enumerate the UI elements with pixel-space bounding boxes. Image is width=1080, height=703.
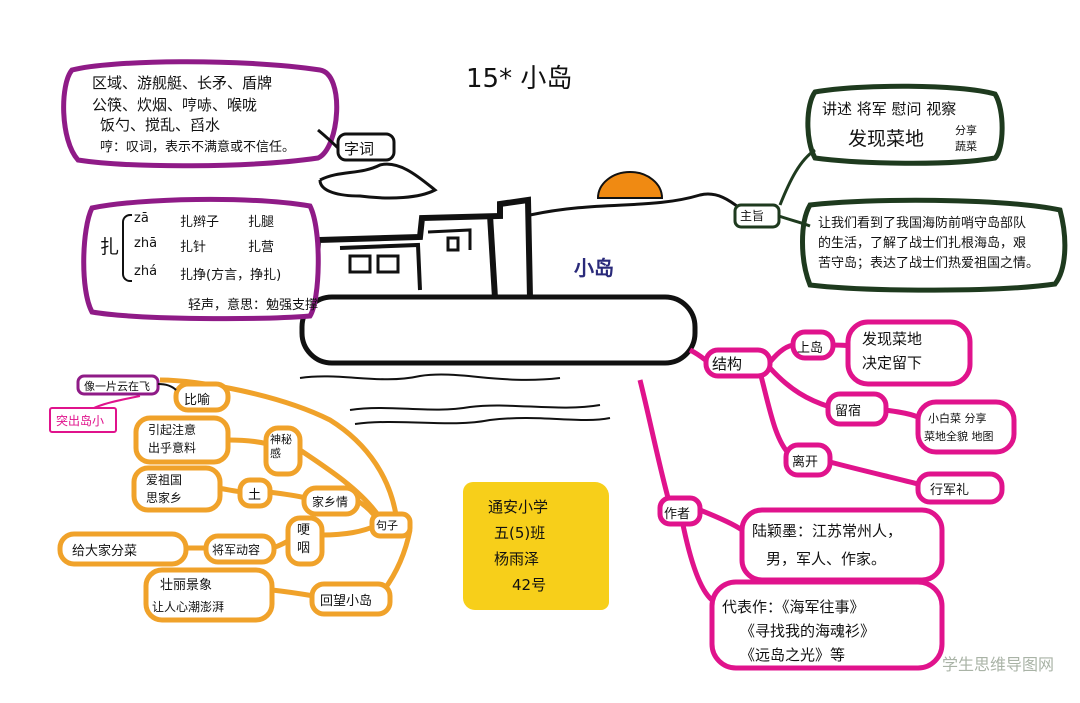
mystery-reason-1: 引起注意 bbox=[148, 423, 197, 437]
boat-drawing bbox=[299, 162, 746, 425]
author-works-2: 《寻找我的海魂衫》 bbox=[740, 622, 876, 640]
structure-node-2: 留宿 bbox=[835, 404, 862, 419]
watermark: 学生思维导图网 bbox=[941, 655, 1054, 674]
structure-node-1b: 决定留下 bbox=[862, 354, 923, 372]
sentence-label: 句子 bbox=[376, 519, 398, 532]
structure-node-1: 上岛 bbox=[797, 341, 824, 356]
structure-node-1a: 发现菜地 bbox=[862, 330, 923, 348]
author-works-3: 《远岛之光》等 bbox=[740, 646, 846, 664]
choke-label: 哽咽 bbox=[297, 523, 311, 556]
author-works-1: 代表作：《海军往事》 bbox=[722, 598, 865, 616]
word-line-2: 公筷、炊烟、哼哧、喉咙 bbox=[92, 96, 258, 114]
author-info-2: 男，军人、作家。 bbox=[766, 550, 887, 568]
word-line-4: 哼：叹词，表示不满意或不信任。 bbox=[100, 140, 296, 155]
zha-pinyin-1: zā bbox=[134, 211, 149, 226]
mystery-label: 神秘感 bbox=[270, 433, 292, 460]
author-label: 作者 bbox=[664, 507, 691, 522]
metaphor-label: 比喻 bbox=[184, 393, 211, 408]
mystery-reason-2: 出乎意料 bbox=[148, 441, 197, 455]
card-class: 五(5)班 bbox=[494, 524, 546, 542]
zha-word-1a: 扎辫子 bbox=[180, 215, 220, 230]
structure-node-3a: 行军礼 bbox=[930, 483, 970, 498]
theme-label: 主旨 bbox=[740, 209, 765, 223]
student-card bbox=[463, 482, 609, 610]
author-info-1: 陆颖墨：江苏常州人， bbox=[752, 522, 903, 540]
card-school: 通安小学 bbox=[488, 498, 549, 516]
card-name: 杨雨泽 bbox=[494, 550, 540, 568]
theme-bottom-3: 苦守岛；表达了战士们热爱祖国之情。 bbox=[818, 256, 1040, 271]
look-back-label: 回望小岛 bbox=[320, 594, 373, 609]
zha-brace bbox=[122, 214, 132, 282]
theme-side-2: 蔬菜 bbox=[955, 140, 977, 153]
structure-node-2b: 菜地全貌 地图 bbox=[924, 430, 994, 443]
theme-bottom-2: 的生活，了解了战士们扎根海岛，艰 bbox=[818, 236, 1027, 251]
page-title: 15* 小岛 bbox=[466, 64, 573, 94]
zha-word-1b: 扎腿 bbox=[248, 215, 275, 230]
sun-shape bbox=[596, 171, 664, 199]
love-line-1: 爱祖国 bbox=[146, 473, 183, 487]
structure-node-3: 离开 bbox=[792, 455, 819, 470]
zha-pinyin-2: zhā bbox=[134, 236, 158, 251]
zha-char: 扎 bbox=[100, 236, 120, 258]
view-line-1: 壮丽景象 bbox=[160, 578, 213, 593]
view-line-2: 让人心潮澎湃 bbox=[152, 600, 225, 614]
love-line-2: 思家乡 bbox=[146, 491, 183, 505]
soil-label: 土 bbox=[248, 488, 262, 503]
center-label: 小岛 bbox=[574, 256, 614, 280]
card-number: 42号 bbox=[512, 576, 547, 594]
word-line-1: 区域、游舰艇、长矛、盾牌 bbox=[92, 74, 273, 92]
words-label: 字词 bbox=[344, 140, 375, 158]
theme-side-1: 分享 bbox=[955, 124, 977, 137]
zha-word-2b: 扎营 bbox=[248, 240, 275, 255]
theme-top-line-1: 讲述 将军 慰问 视察 bbox=[822, 100, 957, 118]
zha-note: 轻声，意思：勉强支撑 bbox=[188, 298, 319, 313]
zha-word-3a: 扎挣(方言，挣扎) bbox=[180, 268, 282, 283]
hometown-label: 家乡情 bbox=[312, 495, 349, 509]
share-label: 给大家分菜 bbox=[72, 544, 138, 559]
structure-node-2a: 小白菜 分享 bbox=[928, 412, 987, 425]
pink-note: 突出岛小 bbox=[56, 414, 105, 428]
word-line-3: 饭勺、搅乱、舀水 bbox=[100, 116, 221, 134]
metaphor-example: 像一片云在飞 bbox=[84, 380, 150, 393]
theme-top-line-2: 发现菜地 bbox=[848, 128, 925, 150]
general-label: 将军动容 bbox=[212, 543, 261, 557]
theme-bottom-1: 让我们看到了我国海防前哨守岛部队 bbox=[818, 216, 1027, 231]
structure-label: 结构 bbox=[712, 355, 743, 373]
zha-pinyin-3: zhá bbox=[134, 264, 158, 279]
zha-word-2a: 扎针 bbox=[180, 240, 207, 255]
